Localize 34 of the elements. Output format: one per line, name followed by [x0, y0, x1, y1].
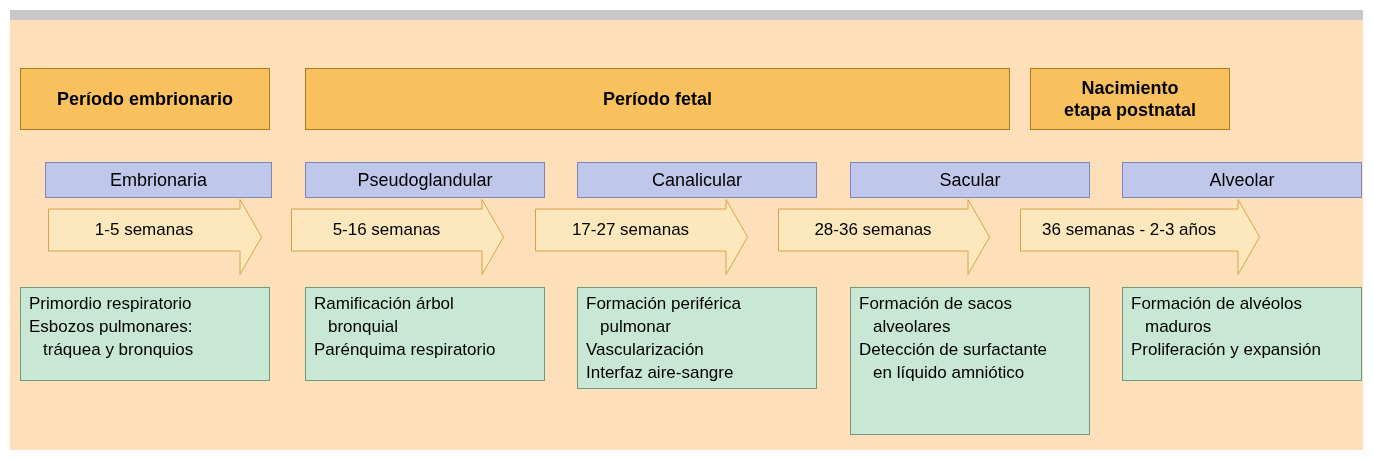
arrow-shape [291, 199, 504, 275]
info-box [305, 287, 545, 381]
list-item: Esbozos pulmonares: tráquea y bronquios [29, 316, 195, 361]
info-box [20, 287, 270, 381]
list-item: Formación de alvéolos maduros [1131, 293, 1304, 338]
list-item: Formación de sacos alveolares [859, 293, 1014, 338]
list-item: Vascularización [586, 339, 705, 361]
stage-box: Sacular [850, 162, 1090, 198]
list-item: Formación periférica pulmonar [586, 293, 742, 338]
arrow-shape [48, 199, 262, 275]
duration-label: 36 semanas - 2-3 años [1041, 219, 1217, 241]
list-item: Interfaz aire-sangre [586, 362, 735, 384]
stage-box: Embrionaria [45, 162, 272, 198]
info-box [1122, 287, 1362, 381]
period-box: Período fetal [305, 68, 1010, 130]
info-box [577, 287, 817, 389]
duration-label: 1-5 semanas [93, 219, 195, 241]
info-box [850, 287, 1090, 435]
duration-label: 28-36 semanas [813, 219, 933, 241]
arrow-shape [778, 199, 990, 275]
period-box: Período embrionario [20, 68, 270, 130]
list-item: Primordio respiratorio [29, 293, 193, 315]
list-item: Ramificación árbol bronquial [314, 293, 455, 338]
arrow-shape [1020, 199, 1260, 275]
arrow-shape [535, 199, 748, 275]
list-item: Detección de surfactante en líquido amniótico [859, 339, 1049, 384]
stage-box: Pseudoglandular [305, 162, 545, 198]
list-item: Proliferación y expansión [1131, 339, 1321, 361]
stage-box: Canalicular [577, 162, 817, 198]
stage-box: Alveolar [1122, 162, 1362, 198]
list-item: Parénquima respiratorio [314, 339, 497, 361]
duration-label: 17-27 semanas [570, 219, 691, 241]
period-box: Nacimiento etapa postnatal [1030, 68, 1230, 130]
duration-label: 5-16 semanas [331, 219, 442, 241]
